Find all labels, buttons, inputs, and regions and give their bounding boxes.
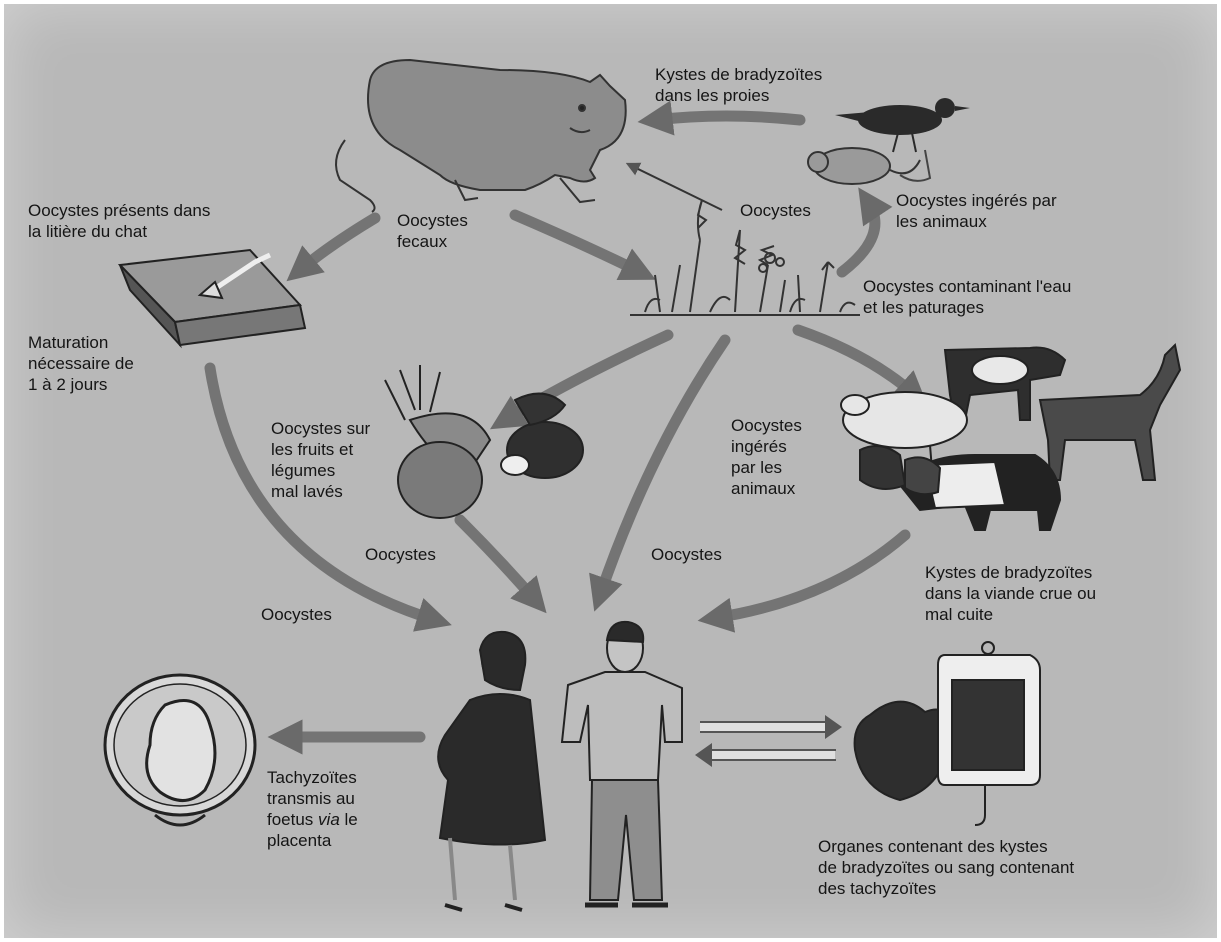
label-oocysts-center-right: Oocystes [651, 544, 722, 565]
arrow-prey-to-cat [655, 116, 800, 120]
blood-bag-icon [938, 642, 1040, 825]
label-oocysts-left: Oocystes [261, 604, 332, 625]
mouse-icon [808, 148, 930, 184]
heart-organ-icon [855, 702, 951, 800]
label-oocysts-litter: Oocystes présents dans la litière du cha… [28, 200, 210, 242]
man-icon [562, 622, 682, 905]
cat-icon [336, 60, 626, 212]
label-prey-cysts: Kystes de bradyzoïtes dans les proies [655, 64, 822, 106]
label-oocysts-fruits: Oocystes sur les fruits et légumes mal l… [271, 418, 370, 502]
arrow-thin-plants-to-cat [632, 166, 722, 210]
label-oocysts-ingested-top: Oocystes ingérés par les animaux [896, 190, 1057, 232]
label-tachyzoites: Tachyzoïtes transmis au foetus via le pl… [267, 767, 358, 851]
label-oocysts-fecal: Oocystes fecaux [397, 210, 468, 252]
label-oocysts-ingested-mid: Oocystes ingérés par les animaux [731, 415, 802, 499]
label-oocysts-top: Oocystes [740, 200, 811, 221]
litter-box-icon [120, 250, 305, 345]
label-meat-cysts: Kystes de bradyzoïtes dans la viande cru… [925, 562, 1096, 625]
arrow-meat-to-humans [715, 535, 905, 618]
arrow-plants-to-livestock [798, 330, 915, 395]
label-maturation: Maturation nécessaire de 1 à 2 jours [28, 332, 134, 395]
label-oocysts-water: Oocystes contaminant l'eau et les patura… [863, 276, 1071, 318]
arrow-cat-to-litter [300, 218, 375, 270]
arrow-vegetables-to-humans [460, 520, 535, 600]
bird-icon [835, 98, 970, 152]
label-organs: Organes contenant des kystes de bradyzoï… [818, 836, 1074, 899]
fetus-icon [105, 675, 255, 825]
pregnant-woman-icon [438, 632, 545, 910]
label-oocysts-center-left: Oocystes [365, 544, 436, 565]
arrow-cat-to-plants [515, 215, 640, 272]
arrow-plants-to-prey [842, 202, 875, 272]
